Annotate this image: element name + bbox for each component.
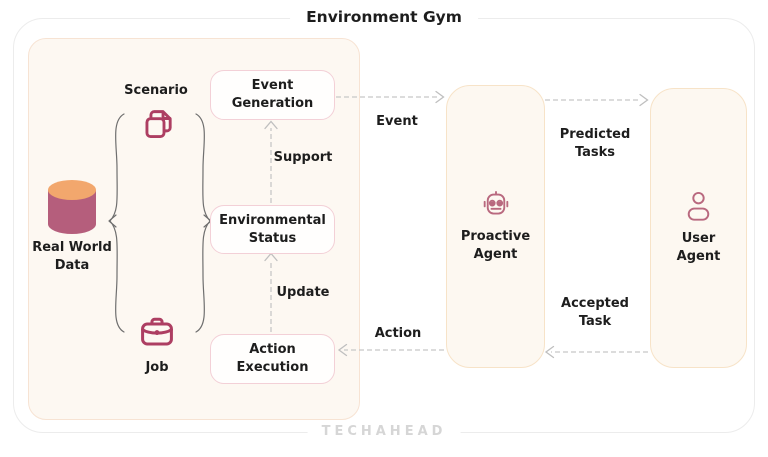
action-execution-node: Action Execution — [210, 334, 335, 384]
robot-icon — [483, 191, 508, 215]
real-world-data-label: Real World Data — [32, 240, 112, 273]
scenario-copy-icon — [145, 110, 172, 138]
brand-watermark: TECHAHEAD — [307, 424, 461, 439]
scenario-label: Scenario — [124, 83, 188, 98]
update-flow-label: Update — [276, 285, 330, 300]
predicted-tasks-flow-label: Predicted Tasks — [559, 127, 631, 160]
proactive-agent-box: Proactive Agent — [446, 85, 545, 368]
environmental-status-node: Environmental Status — [210, 205, 335, 254]
user-icon — [687, 192, 710, 222]
job-label: Job — [145, 360, 169, 375]
action-flow-label: Action — [374, 326, 422, 341]
support-flow-label: Support — [273, 150, 333, 165]
page-title: Environment Gym — [290, 8, 478, 26]
database-cylinder-icon — [48, 180, 96, 234]
event-flow-label: Event — [376, 114, 418, 129]
proactive-agent-label: Proactive Agent — [460, 229, 531, 262]
event-generation-node: Event Generation — [210, 70, 335, 120]
user-agent-box: User Agent — [650, 88, 747, 368]
user-agent-label: User Agent — [676, 231, 721, 264]
accepted-task-flow-label: Accepted Task — [561, 296, 629, 329]
job-briefcase-icon — [141, 317, 173, 346]
